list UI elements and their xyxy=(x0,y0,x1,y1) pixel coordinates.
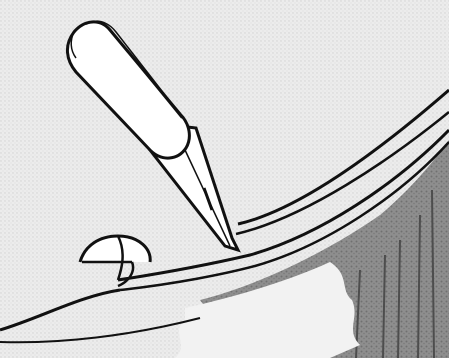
trimming-illustration xyxy=(0,0,449,358)
